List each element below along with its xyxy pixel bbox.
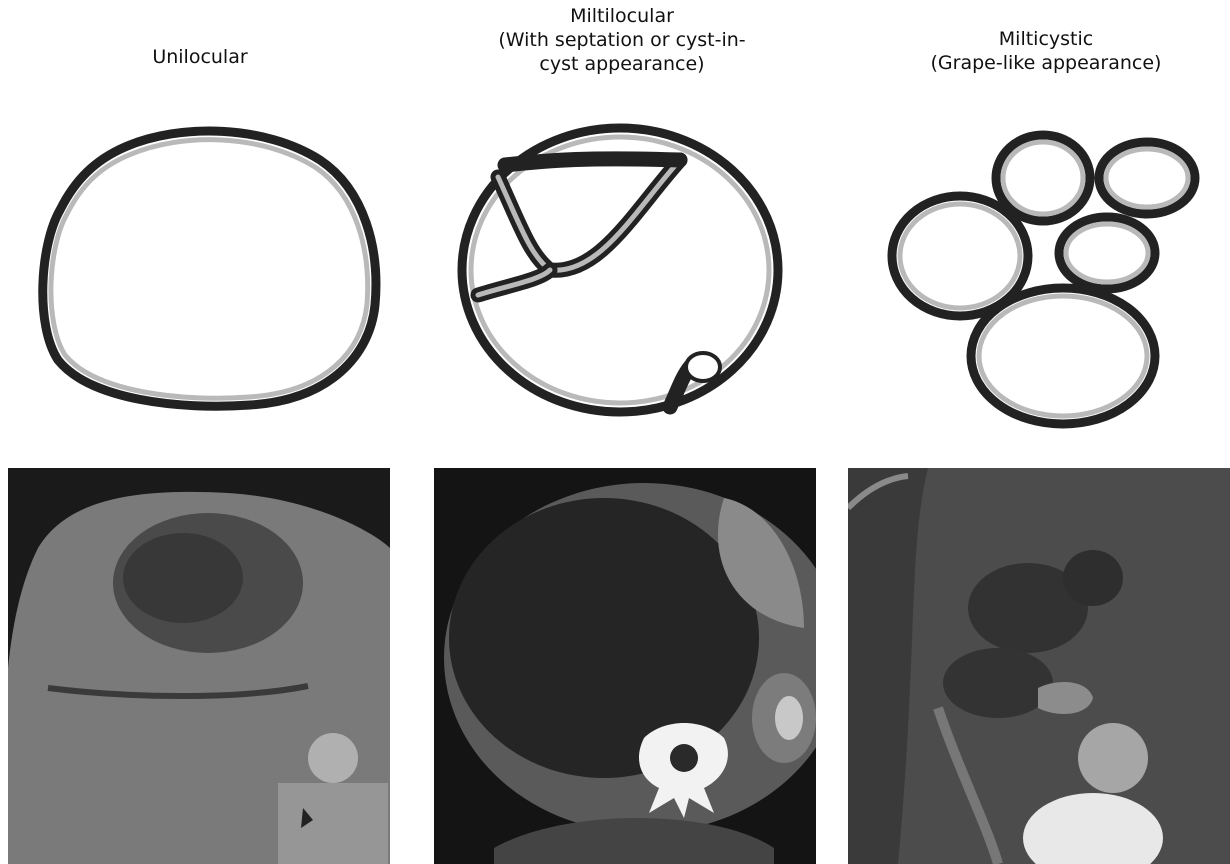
multicystic-title-line-1: Milticystic [876, 27, 1216, 51]
multilocular-title-line-1: Miltilocular [452, 4, 792, 28]
daughter-cyst [686, 353, 720, 381]
ct-image-multilocular [434, 468, 816, 864]
multicystic-title: Milticystic (Grape-like appearance) [876, 27, 1216, 75]
ct-image-multicystic [848, 468, 1230, 864]
grape-cyst-4 [1059, 217, 1155, 289]
multicystic-title-line-2: (Grape-like appearance) [876, 51, 1216, 75]
unilocular-title: Unilocular [30, 45, 370, 69]
grape-cyst-3 [1099, 142, 1195, 214]
multicystic-cyst-diagram [885, 118, 1230, 438]
multilocular-title-line-2: (With septation or cyst-in- [452, 28, 792, 52]
multilocular-cyst-diagram [450, 115, 795, 420]
multilocular-title: Miltilocular (With septation or cyst-in-… [452, 4, 792, 76]
grape-cyst-2 [996, 135, 1090, 221]
septation-top [505, 159, 680, 165]
grape-cyst-5 [971, 288, 1155, 424]
multilocular-title-line-3: cyst appearance) [452, 52, 792, 76]
unilocular-title-line: Unilocular [30, 45, 370, 69]
unilocular-cyst-diagram [30, 115, 390, 425]
ct-image-unilocular [8, 468, 390, 864]
